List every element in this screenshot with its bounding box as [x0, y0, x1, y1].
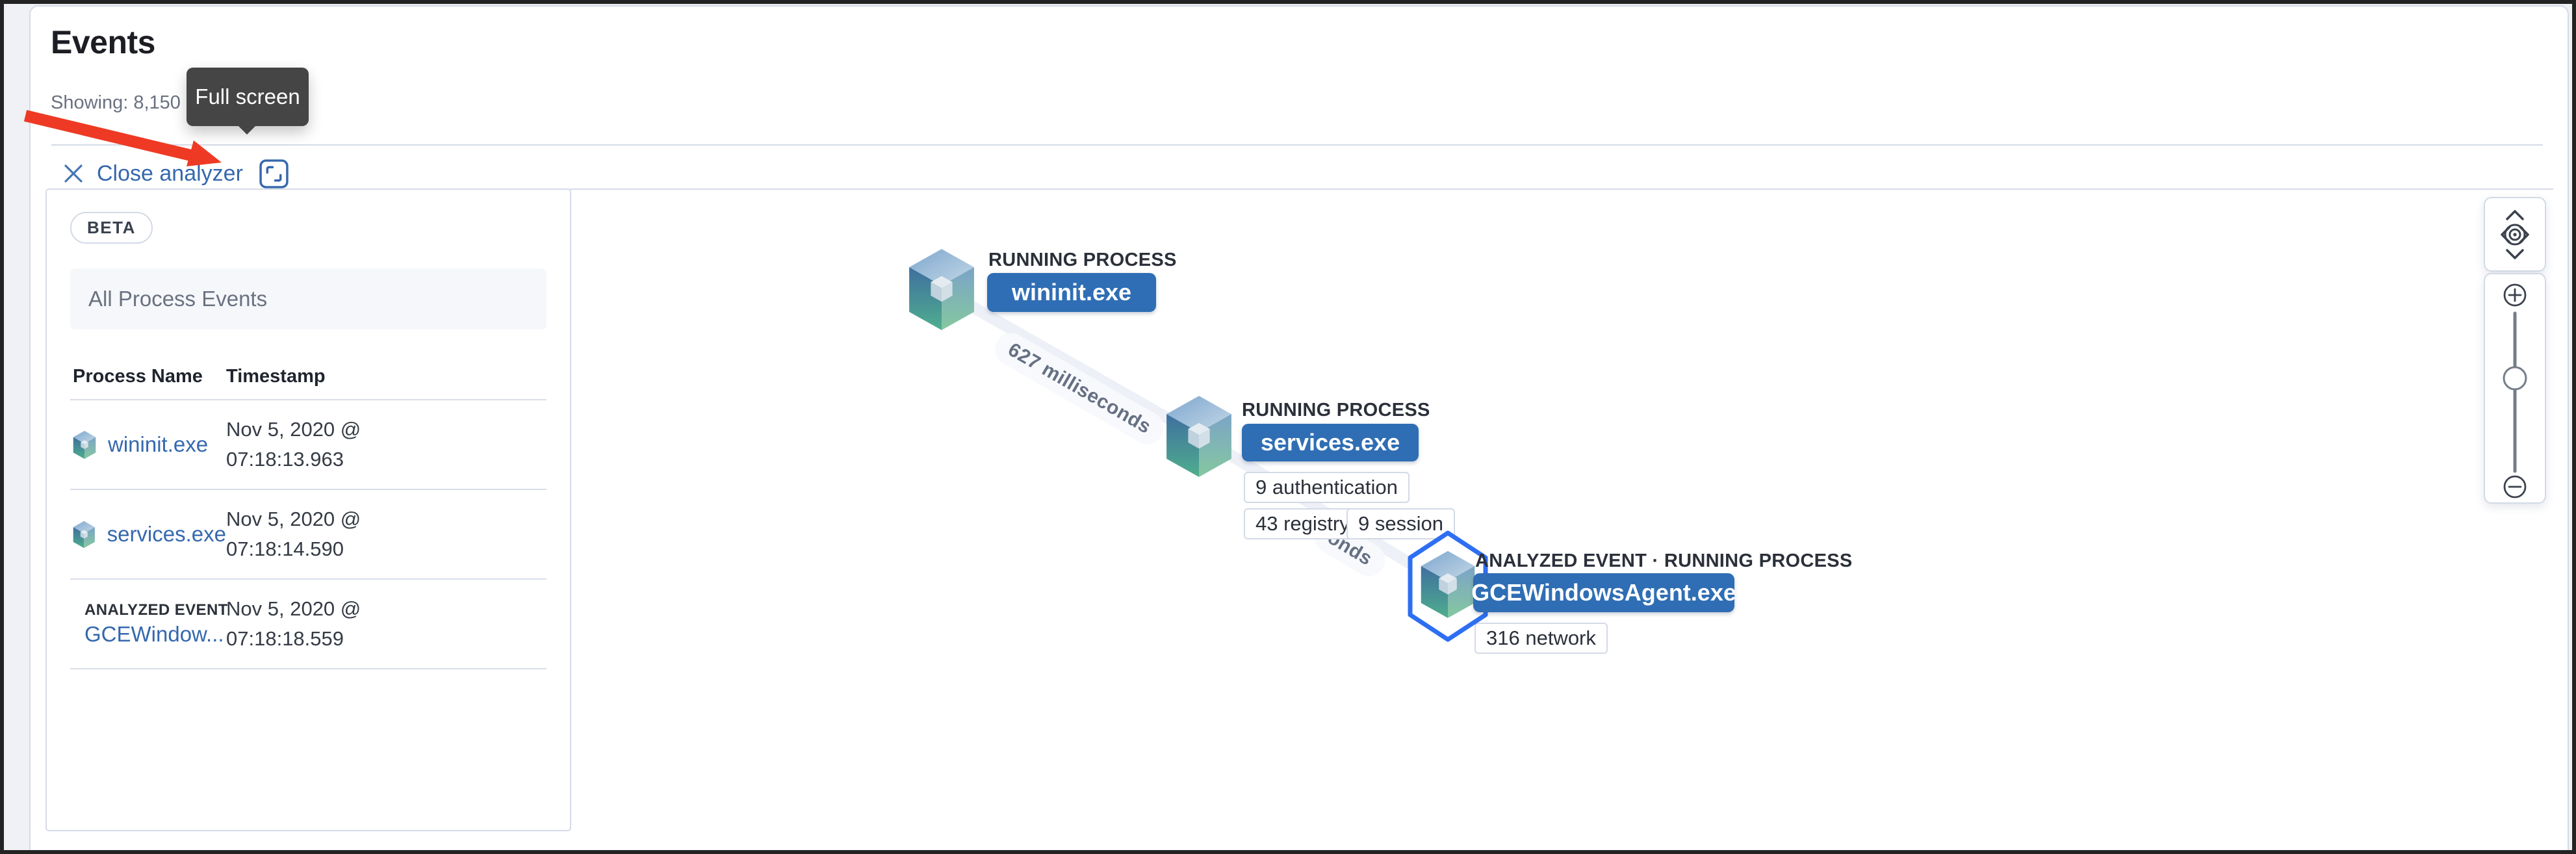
zoom-controls	[2484, 273, 2546, 504]
fullscreen-icon	[259, 159, 289, 188]
event-count-badge-registry[interactable]: 43 registry	[1244, 508, 1361, 539]
events-page: Events Showing: 8,150 events Full screen…	[29, 5, 2569, 850]
timestamp-cell: Nov 5, 2020 @ 07:18:18.559	[226, 597, 361, 650]
timestamp-cell: Nov 5, 2020 @ 07:18:13.963	[226, 418, 361, 471]
process-link-gcewindowsagent[interactable]: GCEWindow...	[84, 622, 224, 646]
center-target-icon[interactable]	[2504, 224, 2526, 246]
timestamp-cell: Nov 5, 2020 @ 07:18:14.590	[226, 508, 361, 560]
pan-controls	[2484, 197, 2546, 272]
analyzer-toolbar: Close analyzer	[63, 155, 289, 192]
breadcrumb[interactable]: All Process Events	[70, 268, 547, 330]
node-button-gcewindowsagent[interactable]: GCEWindowsAgent.exe	[1471, 573, 1736, 612]
cross-icon	[64, 164, 83, 183]
header-divider	[51, 144, 2543, 146]
process-node-wininit-cube[interactable]	[908, 248, 975, 331]
process-table: Process Name Timestamp wininit.exe Nov 5…	[70, 366, 547, 669]
table-row: ANALYZED EVENT GCEWindow... Nov 5, 2020 …	[70, 580, 547, 669]
process-link-services[interactable]: services.exe	[107, 522, 226, 546]
analyzed-event-label: ANALYZED EVENT	[84, 601, 228, 619]
node-button-wininit[interactable]: wininit.exe	[987, 273, 1156, 312]
tooltip-arrow	[237, 125, 257, 135]
process-node-services-cube[interactable]	[1165, 395, 1233, 478]
process-graph: 627 milliseconds onds RUNNING PROCESS wi…	[571, 190, 2553, 831]
node-kind-label: RUNNING PROCESS	[1242, 400, 1430, 421]
tooltip-label: Full screen	[195, 84, 300, 109]
close-analyzer-label: Close analyzer	[97, 161, 243, 186]
table-row: wininit.exe Nov 5, 2020 @ 07:18:13.963	[70, 400, 547, 490]
process-edges	[936, 283, 1454, 592]
event-count-badge-network[interactable]: 316 network	[1475, 623, 1608, 654]
minus-circle-icon[interactable]	[2503, 475, 2527, 498]
page-title: Events	[51, 24, 155, 60]
analyzed-node-gcewindowsagent-cube[interactable]	[1405, 528, 1491, 645]
full-screen-tooltip: Full screen	[187, 68, 309, 135]
event-count-badge-authentication[interactable]: 9 authentication	[1244, 472, 1410, 503]
fullscreen-button[interactable]	[259, 159, 289, 189]
cube-icon	[73, 521, 95, 548]
analyzer-top-border	[570, 188, 2553, 190]
chevron-down-icon[interactable]	[2506, 249, 2524, 259]
column-timestamp: Timestamp	[226, 366, 326, 387]
cube-icon	[73, 430, 96, 459]
node-kind-label: RUNNING PROCESS	[988, 250, 1177, 270]
table-row: services.exe Nov 5, 2020 @ 07:18:14.590	[70, 490, 547, 580]
process-list-panel: BETA All Process Events Process Name Tim…	[45, 188, 571, 831]
event-count-badge-session[interactable]: 9 session	[1346, 508, 1455, 539]
plus-circle-icon[interactable]	[2503, 283, 2527, 307]
beta-badge: BETA	[70, 212, 153, 244]
chevron-up-icon[interactable]	[2506, 210, 2524, 220]
table-header: Process Name Timestamp	[70, 366, 547, 400]
process-link-wininit[interactable]: wininit.exe	[108, 432, 209, 456]
breadcrumb-label: All Process Events	[88, 287, 268, 311]
close-analyzer-button[interactable]: Close analyzer	[63, 161, 243, 187]
node-button-services[interactable]: services.exe	[1242, 424, 1419, 461]
zoom-slider-thumb[interactable]	[2503, 366, 2527, 391]
node-kind-label: ANALYZED EVENT · RUNNING PROCESS	[1475, 550, 1853, 571]
column-process-name: Process Name	[73, 366, 203, 387]
